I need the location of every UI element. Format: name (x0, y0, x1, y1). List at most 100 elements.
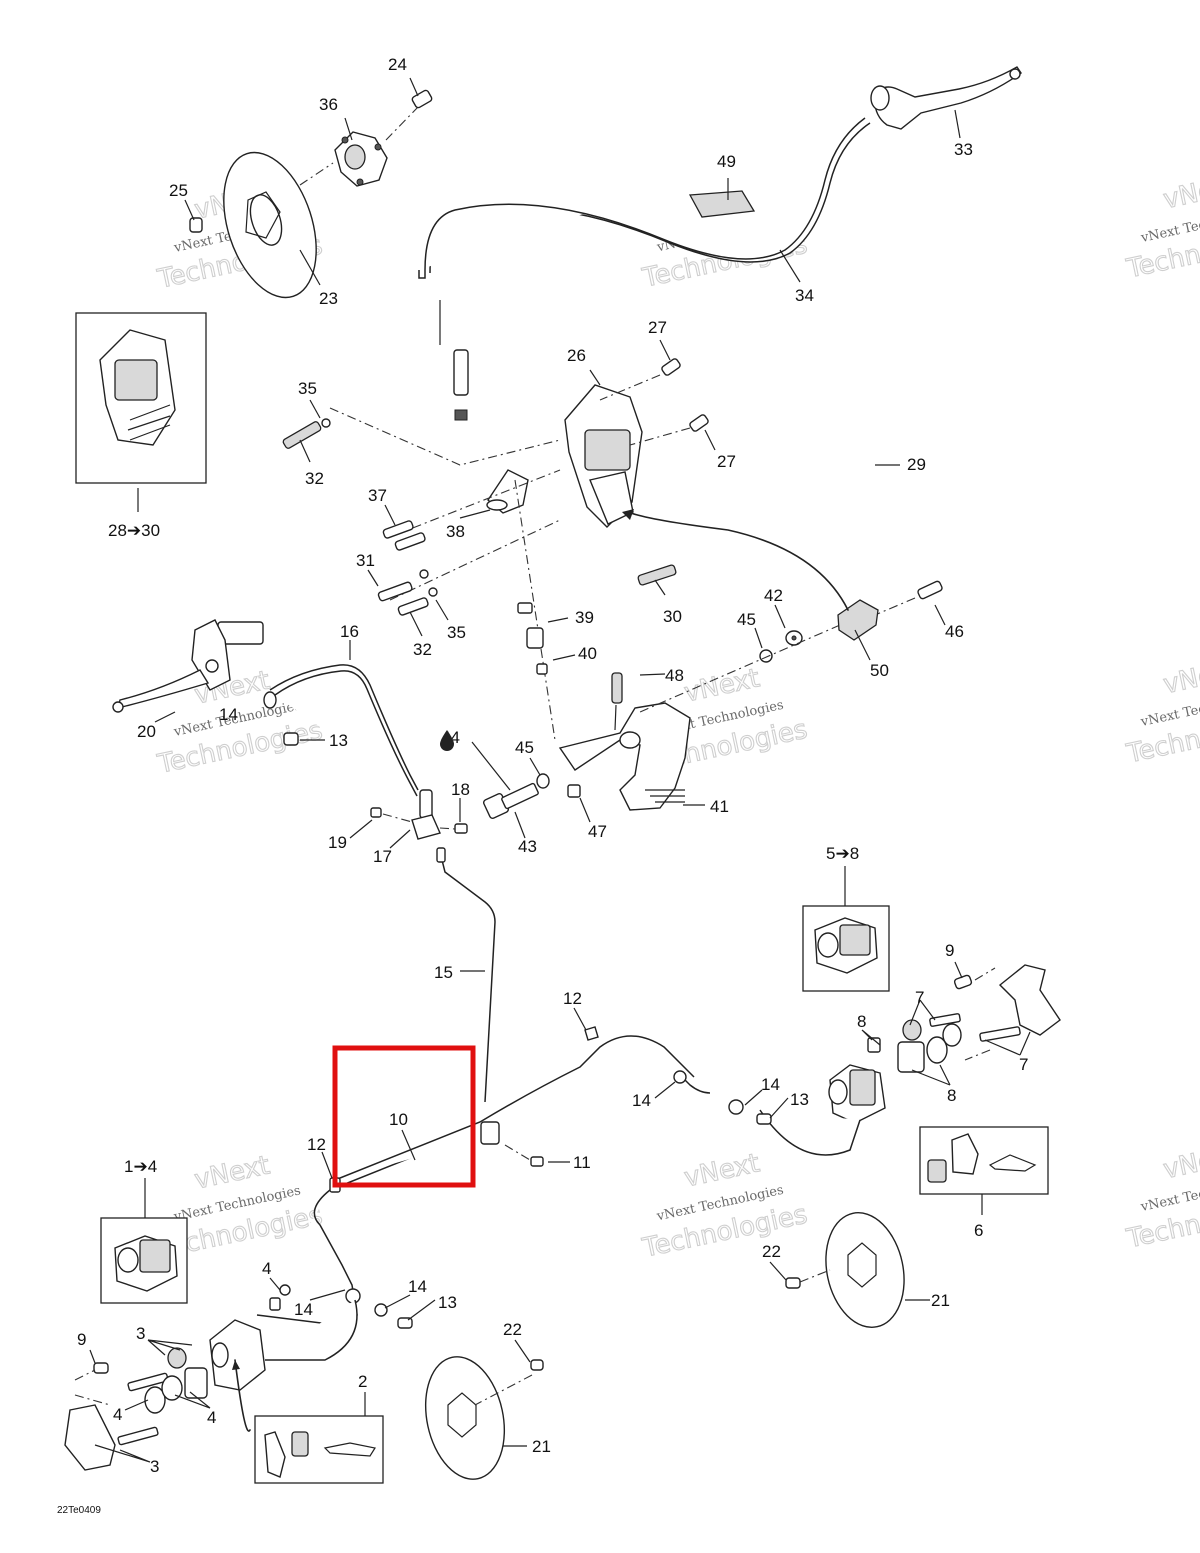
callout-label: 10 (389, 1110, 408, 1129)
screw (530, 1156, 544, 1167)
callout-label: 48 (665, 666, 684, 685)
callout-label: 49 (717, 152, 736, 171)
callout-label: 9 (945, 941, 954, 960)
leader-lines (89, 77, 1031, 1463)
callout-label: 14 (632, 1091, 651, 1110)
callout-label: 5➔8 (826, 844, 859, 863)
callout-label: 27 (717, 452, 736, 471)
callout-label: 35 (298, 379, 317, 398)
callout-label: 14 (294, 1300, 313, 1319)
nut (517, 602, 533, 614)
bolt (689, 414, 709, 432)
hub-flange (334, 131, 388, 187)
mechanical-caliper (564, 384, 643, 528)
watermark-text: vNext (682, 663, 763, 708)
callout-label: 2 (358, 1372, 367, 1391)
cable-bracket (486, 469, 529, 514)
callout-label: 8 (947, 1086, 956, 1105)
banjo-fitting (263, 691, 277, 709)
callout-label: 47 (588, 822, 607, 841)
callout-label: 27 (648, 318, 667, 337)
callout-label: 18 (451, 780, 470, 799)
callout-label: 19 (328, 833, 347, 852)
callout-label: 31 (356, 551, 375, 570)
callout-label: 21 (931, 1291, 950, 1310)
callout-label: 22 (762, 1242, 781, 1261)
caliper-bracket (998, 964, 1061, 1036)
callout-label: 30 (663, 607, 682, 626)
callout-label: 50 (870, 661, 889, 680)
callout-label: 21 (532, 1437, 551, 1456)
caliper-inset-28-30 (75, 312, 207, 484)
bolt (785, 1277, 801, 1289)
pad-kit-inset-2 (254, 1415, 384, 1484)
callout-label: 13 (790, 1090, 809, 1109)
watermark-text: vNext (1161, 655, 1200, 700)
callout-label: 37 (368, 486, 387, 505)
brake-pedal (558, 702, 691, 811)
callout-label: 29 (907, 455, 926, 474)
front-caliper (209, 1319, 266, 1391)
bolt (953, 974, 973, 990)
callout-label: 3 (136, 1324, 145, 1343)
pivot-bolt (482, 782, 539, 820)
piston (897, 1023, 962, 1073)
front-caliper-bracket (64, 1404, 116, 1471)
bolt (530, 1359, 544, 1371)
handlebar-lever (870, 66, 1022, 130)
leader-arrow (627, 511, 849, 611)
spring (611, 672, 623, 704)
callout-label: 4 (113, 1405, 122, 1424)
callout-label: 40 (578, 644, 597, 663)
watermark-text: vNext (1161, 1140, 1200, 1185)
callout-label: 42 (764, 586, 783, 605)
return-spring (637, 564, 677, 586)
banjo-fitting (728, 1099, 744, 1115)
callout-label: 23 (319, 289, 338, 308)
washer (673, 1070, 687, 1084)
callout-label: 14 (219, 705, 238, 724)
callout-label: 6 (974, 1221, 983, 1240)
callout-label: 34 (795, 286, 814, 305)
pedal-switch (837, 599, 879, 641)
hose-clip (411, 814, 441, 840)
callout-label: 20 (137, 722, 156, 741)
master-cylinder-lever (112, 619, 264, 713)
bolt (93, 1362, 109, 1374)
slide-pin (117, 1372, 169, 1446)
callout-label: 16 (340, 622, 359, 641)
bolt (756, 1113, 772, 1125)
nut (567, 784, 581, 798)
bolt (917, 580, 943, 600)
rear-brake-disc (825, 1212, 905, 1328)
bolt (189, 217, 203, 233)
callout-label: 41 (710, 797, 729, 816)
callout-label: 28➔30 (108, 521, 160, 540)
washer (536, 773, 550, 789)
callout-label: 4 (207, 1408, 216, 1427)
callout-label: 33 (954, 140, 973, 159)
washer (785, 630, 803, 646)
caliper-inset-5-8 (802, 905, 890, 992)
callout-label: 36 (319, 95, 338, 114)
callout-label: 17 (373, 847, 392, 866)
callout-label: 32 (305, 469, 324, 488)
piston (144, 1347, 208, 1414)
brake-line (439, 851, 496, 1103)
bleeder (269, 1284, 291, 1311)
caliper-inset-1-4 (100, 1217, 188, 1304)
callout-label: 3 (150, 1457, 159, 1476)
bolt (661, 358, 681, 376)
grease-drop-icon (440, 730, 454, 751)
callout-label: 43 (518, 837, 537, 856)
bolt (411, 89, 433, 109)
spring (282, 421, 322, 449)
highlighted-part-box[interactable] (332, 1045, 476, 1188)
hose-junction (480, 1121, 500, 1145)
upper-brake-disc (223, 151, 317, 299)
callout-label: 9 (77, 1330, 86, 1349)
callout-label: 11 (573, 1153, 591, 1172)
callout-label: 14 (408, 1277, 427, 1296)
hose-end (419, 789, 433, 819)
